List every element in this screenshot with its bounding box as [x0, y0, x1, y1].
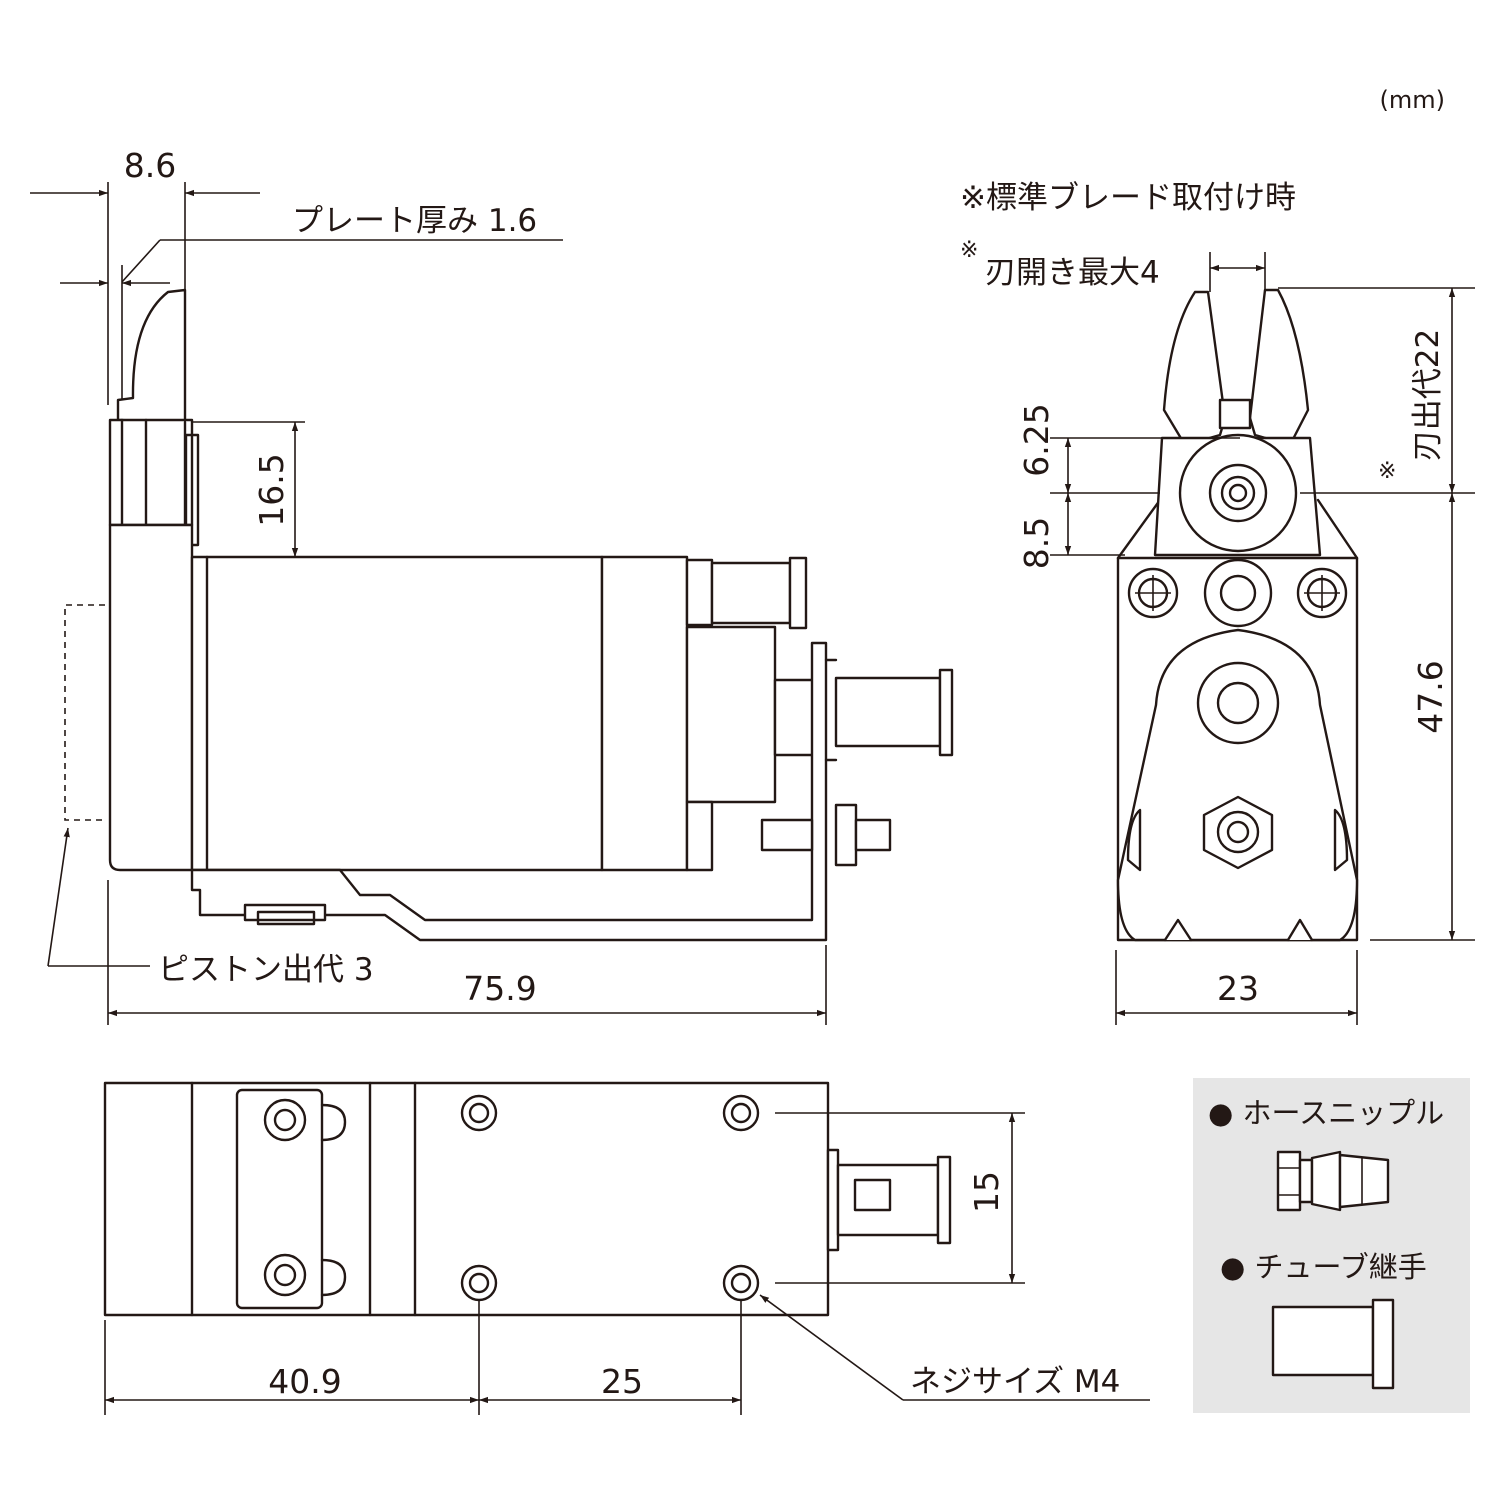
dim-16-5: 16.5	[252, 453, 291, 526]
legend-tube-fitting: ● チューブ継手	[1220, 1250, 1427, 1284]
dim-23: 23	[1217, 969, 1259, 1008]
blade-protrusion-star: ※	[1378, 459, 1396, 484]
dim-40-9: 40.9	[268, 1362, 341, 1401]
blade-protrusion-label: 刃出代22	[1410, 329, 1446, 461]
upper-port	[710, 561, 792, 625]
note-star: ※	[960, 238, 978, 263]
cylinder-cap	[600, 555, 689, 872]
cylinder-body	[190, 555, 604, 872]
fittings-legend: ● ホースニップル ● チューブ継手	[1193, 1078, 1470, 1413]
side-plate	[108, 418, 194, 527]
dim-75-9: 75.9	[463, 969, 536, 1008]
units-label: (mm)	[1380, 86, 1445, 114]
legend-hose-nipple: ● ホースニップル	[1208, 1096, 1444, 1130]
tube-fitting-icon	[1371, 1298, 1395, 1390]
dim-47-6: 47.6	[1411, 660, 1450, 733]
dim-8-6: 8.6	[124, 146, 176, 185]
note-standard-blade: ※標準ブレード取付け時	[960, 180, 1296, 216]
side-bracket	[108, 523, 194, 872]
right-blade	[1248, 288, 1310, 447]
top-clamp-plate	[235, 1088, 324, 1310]
blade-opening-label: 刃開き最大4	[985, 255, 1160, 291]
hose-nipple-side	[938, 668, 954, 757]
piston-protrusion-label: ピストン出代 3	[158, 952, 374, 988]
dim-15: 15	[967, 1171, 1006, 1213]
dim-25: 25	[601, 1362, 643, 1401]
plate-thickness-label: プレート厚み 1.6	[292, 203, 537, 239]
left-blade	[1162, 290, 1227, 447]
screw-size-label: ネジサイズ M4	[910, 1364, 1120, 1400]
dim-6-25: 6.25	[1017, 403, 1056, 476]
top-view: 15 40.9 25 ネジサイズ M4	[103, 1081, 1150, 1415]
side-blade	[116, 288, 187, 424]
dim-8-5: 8.5	[1017, 517, 1056, 569]
front-linkage	[1116, 628, 1359, 942]
front-view: ※標準ブレード取付け時 ※ 刃開き最大4 6.25 8.5 刃出代22 ※ 47…	[960, 180, 1475, 1025]
side-view: 8.6 プレート厚み 1.6 16.5 ピストン出代 3 75.9	[30, 146, 954, 1025]
piston-outline	[64, 604, 105, 821]
